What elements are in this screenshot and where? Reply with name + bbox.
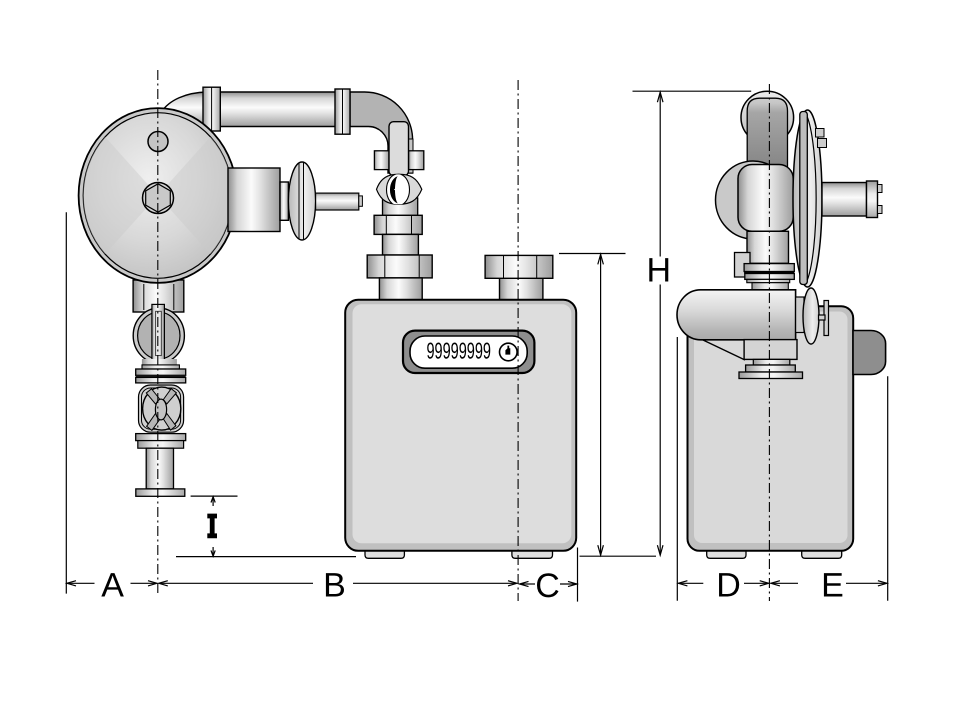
svg-text:D: D [716, 567, 741, 605]
svg-text:H: H [647, 251, 672, 289]
svg-text:B: B [323, 567, 346, 605]
svg-text:C: C [535, 567, 560, 605]
svg-text:A: A [101, 567, 124, 605]
svg-text:E: E [821, 567, 844, 605]
svg-text:99999999: 99999999 [427, 338, 492, 364]
